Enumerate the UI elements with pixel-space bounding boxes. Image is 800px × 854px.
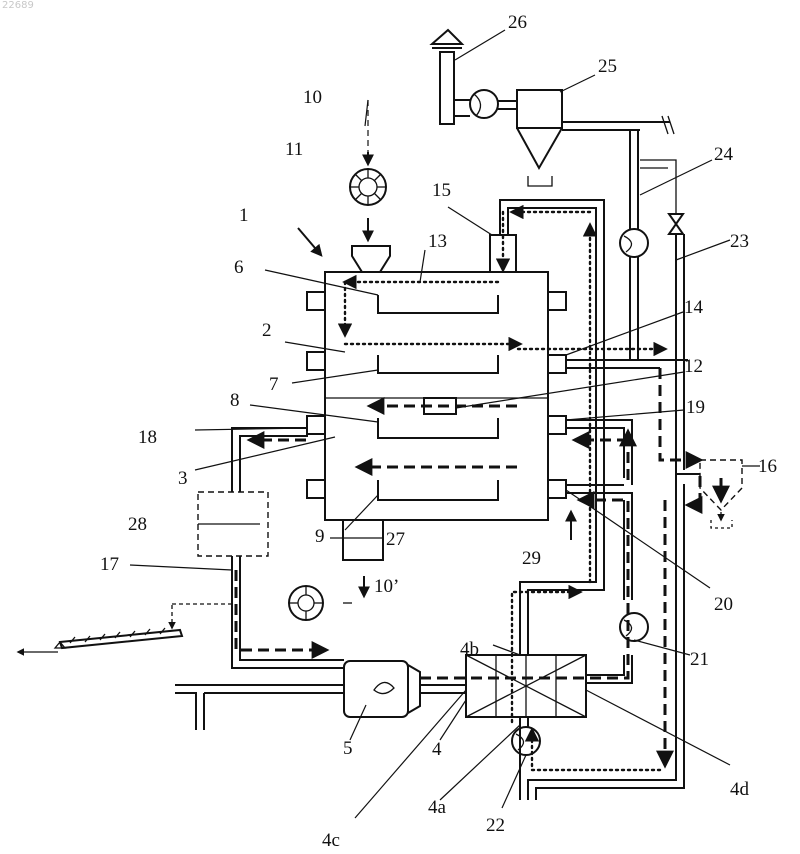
drive-stub	[548, 416, 566, 434]
label-2: 2	[262, 320, 272, 341]
label-24: 24	[714, 144, 734, 165]
label-22: 22	[486, 815, 505, 836]
label-10: 10	[303, 87, 322, 108]
tray-8	[378, 418, 498, 438]
label-4b: 4b	[460, 639, 479, 660]
burner-icon	[175, 661, 466, 730]
label-8: 8	[230, 390, 240, 411]
chimney-icon	[432, 30, 470, 124]
drive-stub	[548, 355, 566, 373]
drive-stub	[548, 292, 566, 310]
label-26: 26	[508, 12, 527, 33]
label-10-prime: 10’	[374, 576, 399, 597]
tray-6	[378, 295, 498, 313]
label-17: 17	[100, 554, 119, 575]
flow-dashed	[236, 368, 721, 765]
drive-stub	[307, 480, 325, 498]
label-7: 7	[269, 374, 279, 395]
drive-stub	[548, 480, 566, 498]
drive-stub	[307, 352, 325, 370]
label-25: 25	[598, 56, 617, 77]
label-20: 20	[714, 594, 733, 615]
separator-16	[700, 460, 742, 528]
label-16: 16	[758, 456, 777, 477]
label-19: 19	[686, 397, 705, 418]
valve-icon	[669, 214, 683, 234]
label-28: 28	[128, 514, 147, 535]
fan-icon	[470, 90, 518, 118]
tray-9	[378, 480, 498, 500]
label-4d: 4d	[730, 779, 750, 800]
label-4a: 4a	[428, 797, 447, 818]
heat-exchanger-icon	[466, 655, 586, 717]
label-4: 4	[432, 739, 442, 760]
label-14: 14	[684, 297, 704, 318]
feed-line	[350, 100, 386, 240]
label-1: 1	[239, 205, 249, 226]
label-13: 13	[428, 231, 447, 252]
pump-icon	[512, 727, 540, 755]
label-3: 3	[178, 468, 188, 489]
label-6: 6	[234, 257, 244, 278]
label-23: 23	[730, 231, 749, 252]
label-12: 12	[684, 356, 703, 377]
drive-stub	[307, 292, 325, 310]
discharge-feeder	[289, 576, 364, 620]
cyclone-icon	[517, 90, 674, 186]
drive-stub	[307, 416, 325, 434]
hopper-icon	[352, 246, 390, 272]
label-29: 29	[522, 548, 541, 569]
rotary-feeder-icon	[350, 169, 386, 205]
label-18: 18	[138, 427, 157, 448]
label-4c: 4c	[322, 830, 340, 851]
label-21: 21	[690, 649, 709, 670]
label-15: 15	[432, 180, 451, 201]
pump-icon	[620, 613, 648, 641]
screw-conveyor-icon	[18, 604, 232, 652]
pump-icon	[620, 229, 648, 257]
tray-7	[378, 355, 498, 373]
label-11: 11	[285, 139, 303, 160]
label-5: 5	[343, 738, 353, 759]
label-9: 9	[315, 526, 325, 547]
leader-lines	[130, 30, 760, 818]
label-27: 27	[386, 529, 405, 550]
